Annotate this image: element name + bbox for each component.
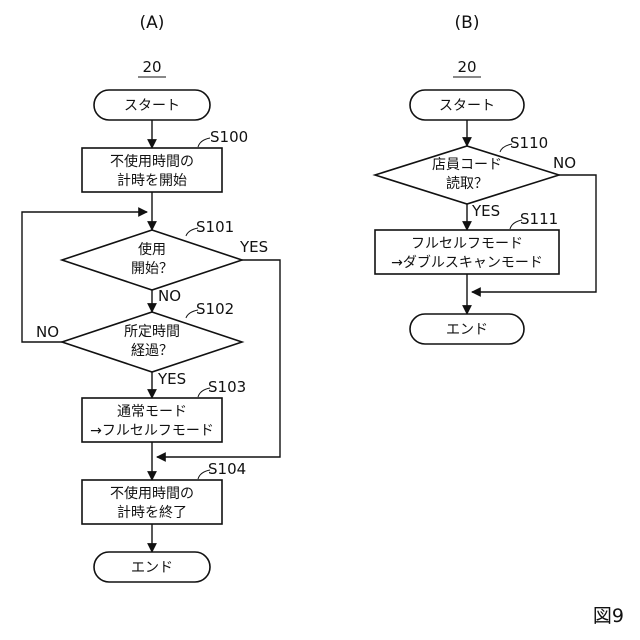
s104-line2: 計時を終了 [117,505,187,521]
s110-yes-label: YES [471,202,500,220]
s101-yes-label: YES [239,238,268,256]
s102-yes-label: YES [157,370,186,388]
s101-step-label: S101 [196,218,234,236]
s102-line1: 所定時間 [124,324,180,340]
panel-b-start-label: スタート [439,98,495,114]
panel-b-ref-number: 20 [457,58,476,76]
panel-a-ref-number: 20 [142,58,161,76]
panel-a-decision-s101: 使用 開始？ S101 YES NO [62,218,268,305]
s110-no-label: NO [553,154,576,172]
s102-line2: 経過？ [131,343,173,359]
panel-a-start-label: スタート [124,98,180,114]
panel-b-end-label: エンド [446,322,488,338]
s111-line2: →ダブルスキャンモード [391,254,543,271]
s110-line1: 店員コード [432,157,502,173]
panel-b-start-terminal: スタート [410,90,524,120]
s100-line1: 不使用時間の [110,153,194,170]
s101-no-label: NO [158,287,181,305]
s111-line1: フルセルフモード [411,236,523,252]
s102-no-label: NO [36,323,59,341]
s103-line1: 通常モード [117,404,187,420]
panel-b: (B) 20 スタート 店員コード 読取？ S110 NO YES フルセルフモ… [375,13,596,344]
s111-step-label: S111 [520,210,558,228]
panel-b-header: (B) [455,13,480,33]
figure-label: 図9 [593,605,624,627]
panel-a-header: (A) [140,13,165,33]
s110-step-label: S110 [510,134,548,152]
panel-b-decision-s110: 店員コード 読取？ S110 NO YES [375,134,576,220]
panel-b-end-terminal: エンド [410,314,524,344]
s104-step-label: S104 [208,460,246,478]
s101-line1: 使用 [138,241,166,258]
panel-a-step-s104: 不使用時間の 計時を終了 S104 [82,460,246,524]
s110-line2: 読取？ [446,175,488,192]
s100-line2: 計時を開始 [117,173,187,189]
s102-step-label: S102 [196,300,234,318]
panel-a: (A) 20 スタート 不使用時間の 計時を開始 S100 使用 開始？ S10… [22,13,280,582]
panel-a-start-terminal: スタート [94,90,210,120]
s100-leader [198,138,210,147]
panel-a-decision-s102: 所定時間 経過？ S102 NO YES [36,300,242,388]
s101-line2: 開始？ [131,261,173,277]
panel-a-end-label: エンド [131,560,173,576]
s103-line2: →フルセルフモード [90,423,214,439]
s103-step-label: S103 [208,378,246,396]
s100-step-label: S100 [210,128,248,146]
panel-a-end-terminal: エンド [94,552,210,582]
s104-line1: 不使用時間の [110,485,194,502]
panel-a-step-s100: 不使用時間の 計時を開始 S100 [82,128,248,192]
